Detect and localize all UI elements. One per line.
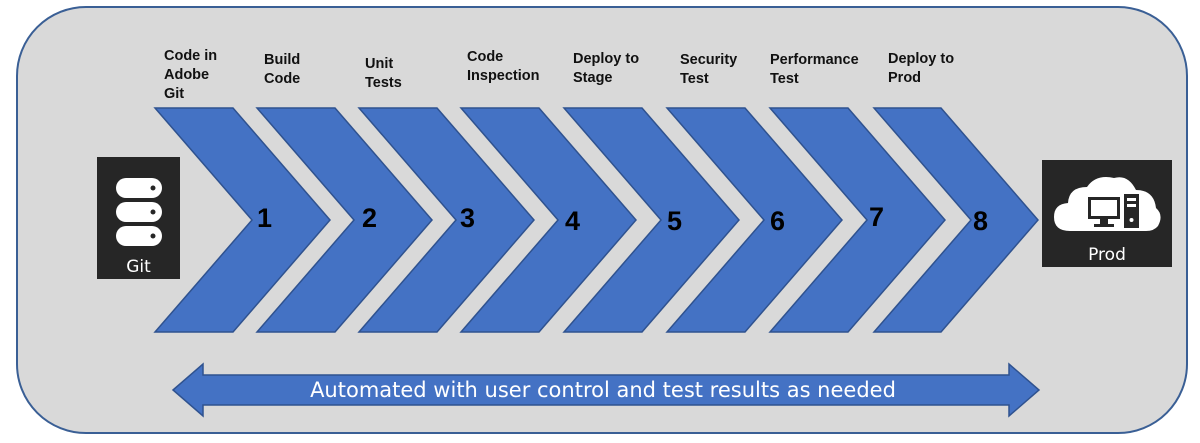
chevron-1	[153, 107, 331, 333]
stage-label-1: Code in Adobe Git	[164, 48, 218, 102]
stage-label-6: Security Test	[680, 52, 738, 87]
git-label: Git	[126, 257, 151, 277]
stage-number-2: 2	[362, 203, 378, 233]
chevron-6	[665, 107, 843, 333]
database-icon	[116, 178, 162, 246]
stage-number-1: 1	[257, 203, 273, 233]
stage-label-8: Deploy to Prod	[888, 51, 955, 86]
stage-label-7: Performance Test	[770, 52, 859, 87]
prod-tile: Prod	[1042, 160, 1172, 267]
git-tile: Git	[97, 157, 180, 279]
stage-label-4: Code Inspection	[467, 49, 540, 84]
stage-number-8: 8	[973, 206, 989, 236]
stage-number-6: 6	[770, 206, 786, 236]
stage-label-3: Unit Tests	[365, 56, 402, 91]
chevron-2	[255, 107, 433, 333]
stage-number-5: 5	[667, 206, 683, 236]
stage-number-4: 4	[565, 206, 581, 236]
chevron-8	[872, 107, 1039, 333]
prod-label: Prod	[1088, 245, 1126, 265]
stage-number-3: 3	[460, 203, 476, 233]
chevron-4	[459, 107, 637, 333]
chevron-5	[562, 107, 740, 333]
chevron-3	[357, 107, 535, 333]
stage-label-5: Deploy to Stage	[573, 51, 640, 86]
arrow-caption: Automated with user control and test res…	[310, 378, 896, 402]
stage-number-7: 7	[869, 202, 885, 232]
cloud-computer-icon	[1054, 177, 1161, 231]
stage-label-2: Build Code	[264, 52, 301, 87]
chevron-7	[768, 107, 946, 333]
